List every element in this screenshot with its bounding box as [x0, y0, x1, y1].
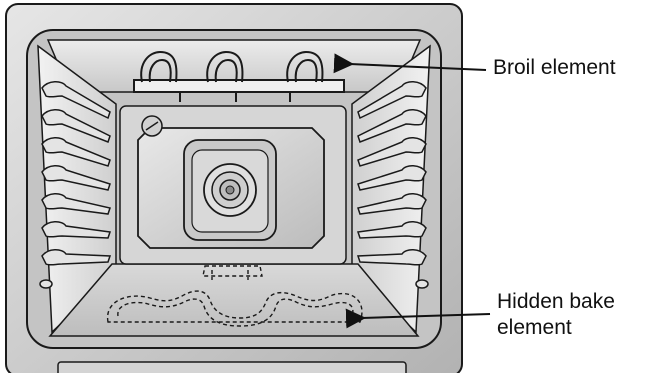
broil-element-label: Broil element	[493, 56, 616, 79]
hidden-bake-label-line1: Hidden bake	[497, 290, 615, 313]
broil-callout-arrow	[333, 53, 487, 74]
oven-light-icon	[141, 115, 163, 137]
hidden-bake-element	[107, 265, 363, 327]
door-trim	[57, 361, 407, 373]
broil-element	[133, 50, 345, 102]
convection-fan-cover	[137, 127, 325, 249]
left-rack-supports	[39, 81, 112, 289]
right-rack-supports	[356, 81, 429, 289]
hidden-bake-element-label: Hidden bake element	[497, 289, 654, 341]
hidden-bake-label-line2: element	[497, 316, 572, 339]
bake-callout-arrow	[345, 308, 491, 329]
